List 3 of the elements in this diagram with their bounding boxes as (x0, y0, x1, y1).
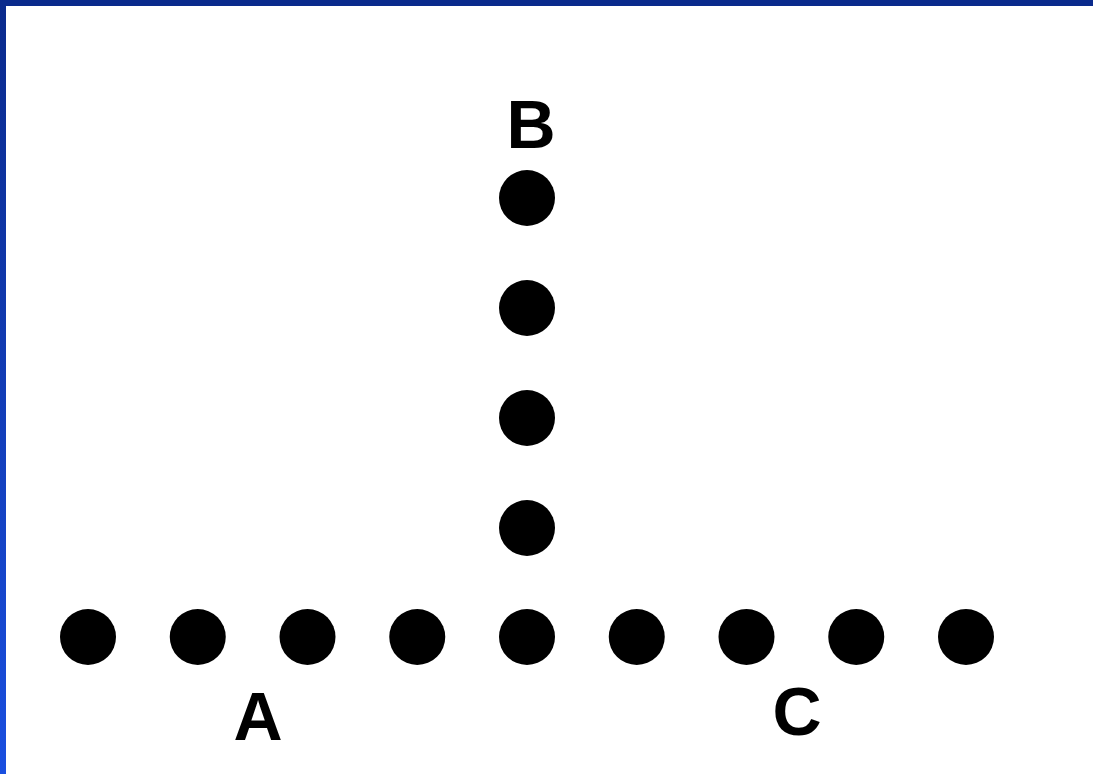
point-label: C (772, 677, 822, 745)
point-label: A (233, 682, 283, 750)
point-label: B (506, 90, 556, 158)
